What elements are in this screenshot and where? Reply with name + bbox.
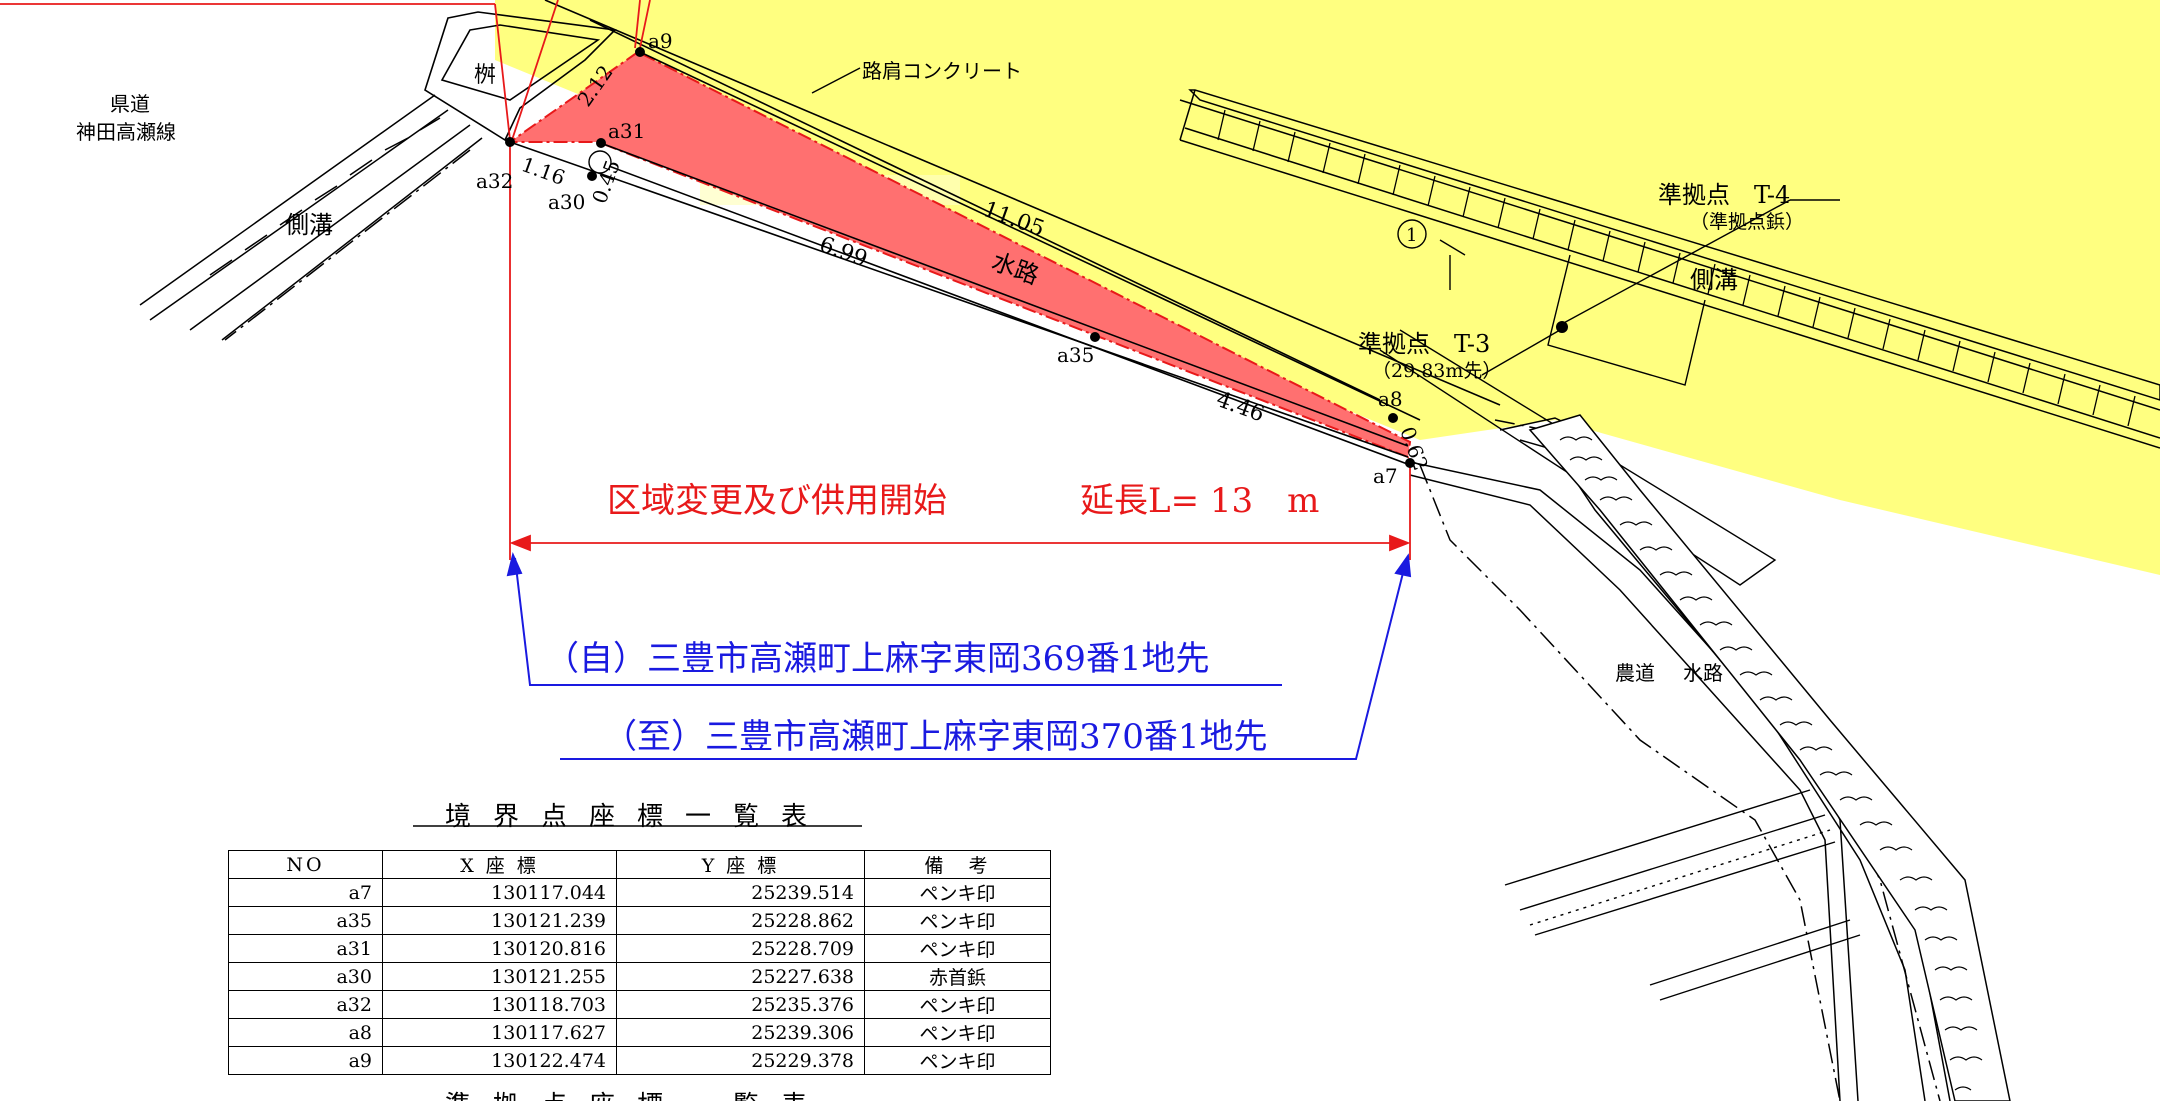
cell-y: 25239.306 [616, 1018, 865, 1047]
point-a35 [1090, 332, 1100, 342]
right-ditch-label: 側溝 [1690, 266, 1738, 294]
cell-no: a9 [228, 1046, 383, 1075]
blue-leader-lines [506, 551, 1412, 760]
cell-x: 130117.044 [382, 878, 617, 907]
header-remarks: 備 考 [864, 850, 1051, 879]
route-number-circle [1397, 219, 1427, 249]
route-name-line2: 神田高瀬線 [76, 120, 176, 144]
table-row: a31 130120.816 25228.709 ペンキ印 [228, 934, 1051, 963]
point-a8 [1388, 413, 1398, 423]
cell-no: a30 [228, 962, 383, 991]
right-side-ditch [1179, 89, 2160, 449]
cell-no: a35 [228, 906, 383, 935]
point-a30 [587, 171, 597, 181]
farm-road-label: 農道 [1615, 661, 1655, 685]
point-label-a9: a9 [648, 29, 673, 53]
table-row: a35 130121.239 25228.862 ペンキ印 [228, 906, 1051, 935]
ref-t4-name: 準拠点 T-4 [1658, 181, 1790, 209]
to-location: （至）三豊市高瀬町上麻字東岡370番1地先 [603, 717, 1268, 757]
header-no: NO [228, 850, 383, 879]
ref-t3-name: 準拠点 T-3 [1358, 330, 1490, 358]
point-label-a31: a31 [608, 119, 645, 143]
point-t4 [1556, 321, 1568, 333]
cell-remarks: ペンキ印 [864, 1018, 1051, 1047]
ref-table-title: 準拠点座標一覧表 [445, 1085, 829, 1101]
cell-remarks: ペンキ印 [864, 934, 1051, 963]
boundary-markers[interactable] [505, 47, 1568, 468]
cell-y: 25235.376 [616, 990, 865, 1019]
waterway-lines [509, 0, 1501, 466]
ref-t4-note: （準拠点鋲） [1690, 211, 1804, 233]
black-leaders [811, 67, 1840, 376]
point-label-a8: a8 [1378, 387, 1403, 411]
cell-remarks: ペンキ印 [864, 1046, 1051, 1075]
right-ditch-ticks [1217, 109, 2136, 427]
cell-x: 130121.239 [382, 906, 617, 935]
cell-y: 25227.638 [616, 962, 865, 991]
table-row: a32 130118.703 25235.376 ペンキ印 [228, 990, 1051, 1019]
cell-y: 25228.709 [616, 934, 865, 963]
cell-y: 25228.862 [616, 906, 865, 935]
main-red-title: 区域変更及び供用開始 [607, 481, 947, 521]
cell-no: a7 [228, 878, 383, 907]
stone-pattern [1559, 436, 1983, 1091]
cell-x: 130120.816 [382, 934, 617, 963]
cell-x: 130122.474 [382, 1046, 617, 1075]
left-ditch-label: 側溝 [285, 211, 333, 239]
change-area-polygon[interactable] [506, 50, 1412, 459]
coord-table-container: NO X 座 標 Y 座 標 備 考 a7 130117.044 25239.5… [228, 850, 1051, 1075]
point-label-a30: a30 [548, 190, 585, 214]
point-label-a35: a35 [1057, 343, 1094, 367]
farm-waterway-label: 水路 [1683, 661, 1723, 685]
cell-y: 25239.514 [616, 878, 865, 907]
masu-structure [424, 11, 617, 142]
table-header-row: NO X 座 標 Y 座 標 備 考 [228, 850, 1051, 879]
point-a32 [505, 137, 515, 147]
left-side-ditch [139, 94, 483, 341]
cell-no: a31 [228, 934, 383, 963]
dimension-line [509, 142, 1411, 560]
coord-table-title: 境界点座標一覧表 [445, 802, 830, 832]
point-label-a7: a7 [1373, 464, 1398, 488]
lower-right-road [1409, 417, 1951, 1101]
route-number-text: 1 [1406, 225, 1417, 246]
cell-remarks: ペンキ印 [864, 906, 1051, 935]
cell-y: 25229.378 [616, 1046, 865, 1075]
header-x: X 座 標 [382, 850, 617, 879]
route-name-line1: 県道 [110, 92, 150, 116]
stone-embankment [1528, 414, 2011, 1101]
point-a9 [635, 47, 645, 57]
red-leader-lines [0, 0, 651, 141]
point-a7 [1405, 458, 1415, 468]
a30-circle-marker [588, 150, 612, 174]
cell-remarks: ペンキ印 [864, 878, 1051, 907]
table-row: a30 130121.255 25227.638 赤首鋲 [228, 962, 1051, 991]
cell-x: 130117.627 [382, 1018, 617, 1047]
dimension-d2: 1.16 [518, 152, 568, 190]
cell-remarks: 赤首鋲 [864, 962, 1051, 991]
masu-label: 桝 [474, 63, 496, 88]
ref-t3-note: （29.83m先） [1372, 360, 1501, 382]
table-row: a7 130117.044 25239.514 ペンキ印 [228, 878, 1051, 907]
shoulder-concrete-label: 路肩コンクリート [862, 59, 1022, 83]
point-label-a32: a32 [476, 169, 513, 193]
from-location: （自）三豊市高瀬町上麻字東岡369番1地先 [545, 639, 1210, 679]
cell-no: a32 [228, 990, 383, 1019]
cell-x: 130118.703 [382, 990, 617, 1019]
point-a31 [596, 138, 606, 148]
length-label: 延長L= 13 m [1080, 481, 1319, 521]
coord-table: NO X 座 標 Y 座 標 備 考 a7 130117.044 25239.5… [228, 850, 1051, 1075]
cell-x: 130121.255 [382, 962, 617, 991]
cell-remarks: ペンキ印 [864, 990, 1051, 1019]
table-row: a8 130117.627 25239.306 ペンキ印 [228, 1018, 1051, 1047]
road-area [495, 0, 2160, 575]
cell-no: a8 [228, 1018, 383, 1047]
header-y: Y 座 標 [616, 850, 865, 879]
table-row: a9 130122.474 25229.378 ペンキ印 [228, 1046, 1051, 1075]
lower-branch-ditch [1504, 789, 1861, 1001]
